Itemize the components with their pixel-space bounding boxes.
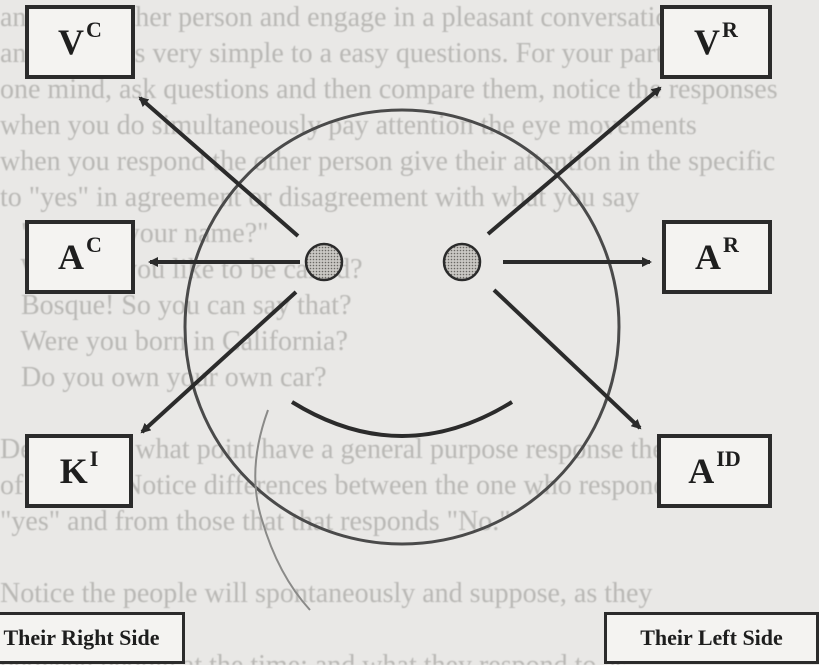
box-vc-sup: C <box>86 17 102 42</box>
their-right-side-label: Their Right Side <box>0 612 185 664</box>
arrow-to-vr <box>486 86 662 236</box>
box-vc-main: V <box>58 22 85 62</box>
box-ar-main: A <box>695 237 722 277</box>
smile <box>290 400 514 438</box>
box-ki-sup: I <box>89 446 99 471</box>
arrow-to-vc <box>138 96 300 238</box>
face-ear-stroke <box>254 409 311 611</box>
box-ki-main: K <box>59 451 88 491</box>
box-ac-main: A <box>58 237 85 277</box>
arrow-to-ki <box>140 290 298 434</box>
box-ar-sup: R <box>723 232 739 257</box>
box-aid-sup: ID <box>716 446 741 471</box>
face-outline <box>183 108 621 546</box>
their-left-side-label: Their Left Side <box>604 612 819 664</box>
left-eye <box>304 242 344 282</box>
box-vr-sup: R <box>722 17 738 42</box>
box-aid-main: A <box>688 451 715 491</box>
arrow-to-aid <box>492 288 642 430</box>
box-vr-main: V <box>694 22 721 62</box>
right-eye <box>442 242 482 282</box>
box-ac-sup: C <box>86 232 102 257</box>
